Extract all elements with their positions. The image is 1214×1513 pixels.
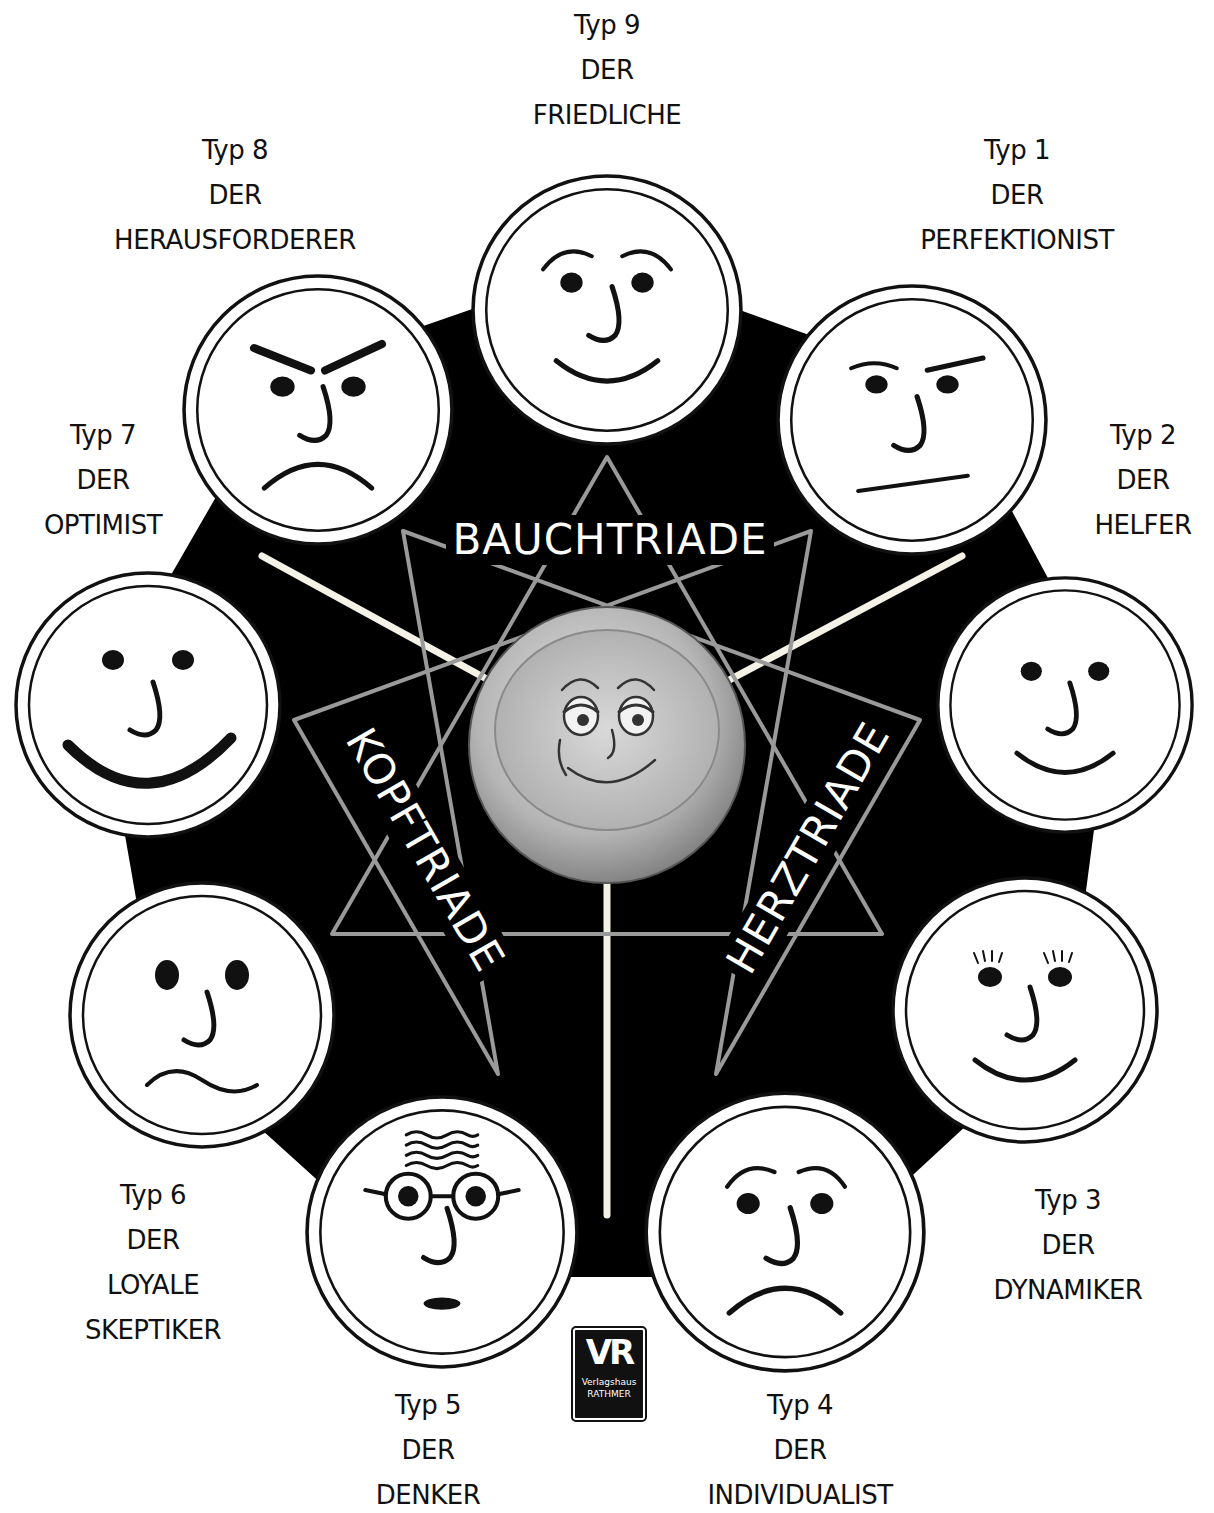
type-name: DER LOYALE SKEPTIKER — [85, 1218, 221, 1353]
face-circle: Typ 1DER PERFEKTIONIST — [775, 283, 1049, 557]
type-heading: Typ 2DER HELFER — [1095, 413, 1192, 548]
type-heading: Typ 1DER PERFEKTIONIST — [920, 128, 1114, 263]
logo-mark: VR — [575, 1330, 643, 1374]
face-drawing — [470, 173, 744, 447]
face-drawing — [890, 875, 1160, 1145]
type-number: Typ 5 — [376, 1383, 480, 1428]
type-name: DER INDIVIDUALIST — [707, 1428, 892, 1513]
type-number: Typ 4 — [707, 1383, 892, 1428]
triad-label: BAUCHTRIADE — [446, 515, 773, 565]
type-heading: Typ 3DER DYNAMIKER — [994, 1178, 1143, 1313]
publisher-logo: VRVerlagshaus RATHMER — [573, 1328, 645, 1420]
logo-publisher: Verlagshaus RATHMER — [582, 1376, 637, 1400]
type-heading: Typ 9DER FRIEDLICHE — [533, 3, 681, 138]
type-name: DER FRIEDLICHE — [533, 48, 681, 138]
face-drawing — [67, 880, 337, 1150]
type-number: Typ 9 — [533, 3, 681, 48]
face-circle: Typ 5DER DENKER — [304, 1094, 580, 1370]
face-circle: Typ 8DER HERAUSFORDERER — [181, 273, 455, 547]
type-number: Typ 1 — [920, 128, 1114, 173]
type-heading: Typ 6DER LOYALE SKEPTIKER — [85, 1173, 221, 1353]
face-drawing — [775, 283, 1049, 557]
type-name: DER HELFER — [1095, 458, 1192, 548]
face-drawing — [181, 273, 455, 547]
type-name: DER OPTIMIST — [44, 458, 162, 548]
type-name: DER PERFEKTIONIST — [920, 173, 1114, 263]
face-circle: Typ 3DER DYNAMIKER — [890, 875, 1160, 1145]
type-name: DER DYNAMIKER — [994, 1223, 1143, 1313]
face-circle: Typ 9DER FRIEDLICHE — [470, 173, 744, 447]
face-drawing — [935, 575, 1195, 835]
type-heading: Typ 8DER HERAUSFORDERER — [114, 128, 356, 263]
type-heading: Typ 7DER OPTIMIST — [44, 413, 162, 548]
type-number: Typ 2 — [1095, 413, 1192, 458]
face-circle: Typ 6DER LOYALE SKEPTIKER — [67, 880, 337, 1150]
type-number: Typ 8 — [114, 128, 356, 173]
type-number: Typ 3 — [994, 1178, 1143, 1223]
face-circle: Typ 7DER OPTIMIST — [13, 570, 283, 840]
type-name: DER DENKER — [376, 1428, 480, 1513]
type-heading: Typ 4DER INDIVIDUALIST — [707, 1383, 892, 1513]
type-number: Typ 6 — [85, 1173, 221, 1218]
face-circle: Typ 2DER HELFER — [935, 575, 1195, 835]
face-drawing — [13, 570, 283, 840]
face-circle: Typ 4DER INDIVIDUALIST — [643, 1090, 927, 1374]
face-drawing — [304, 1094, 580, 1370]
type-number: Typ 7 — [44, 413, 162, 458]
type-heading: Typ 5DER DENKER — [376, 1383, 480, 1513]
type-name: DER HERAUSFORDERER — [114, 173, 356, 263]
face-drawing — [643, 1090, 927, 1374]
